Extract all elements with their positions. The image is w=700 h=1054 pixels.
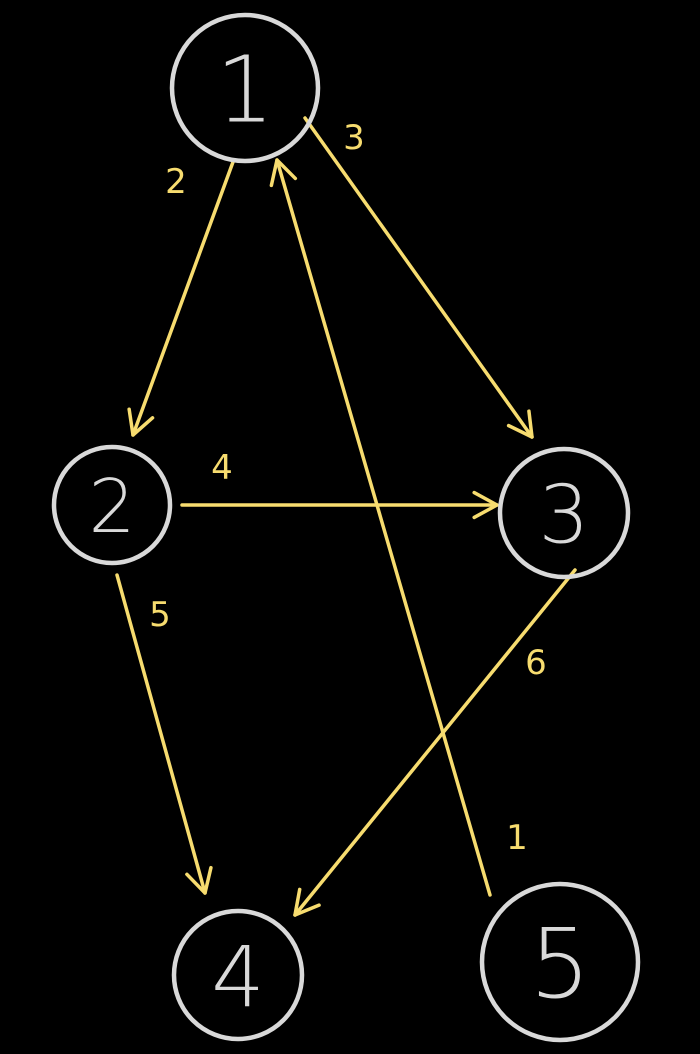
edges-layer [115, 116, 577, 917]
node-5: 5 [479, 881, 641, 1043]
node-label: 3 [539, 469, 590, 562]
node-1: 1 [169, 12, 321, 164]
edge-1-2 [127, 160, 235, 437]
node-circle [171, 908, 305, 1042]
edge-weight-1-2: 2 [165, 162, 187, 202]
arrowhead-icon [506, 409, 534, 439]
node-circle [51, 444, 173, 566]
node-2: 2 [51, 444, 173, 566]
node-3: 3 [497, 446, 631, 580]
arrowhead-icon [269, 158, 298, 188]
node-circle [479, 881, 641, 1043]
weights-layer: 2 3 4 5 6 1 [149, 118, 547, 858]
edge-weight-2-3: 4 [211, 448, 233, 488]
arrowhead-icon [293, 887, 321, 917]
edge-line-3-4 [293, 568, 577, 917]
node-circle [497, 446, 631, 580]
edge-line-1-2 [131, 160, 235, 437]
node-label: 2 [88, 464, 135, 550]
edge-5-1 [269, 158, 492, 897]
edge-3-4 [293, 568, 577, 917]
arrowhead-icon [472, 490, 499, 520]
node-label: 1 [216, 37, 275, 144]
edge-weight-3-4: 6 [525, 643, 547, 683]
edge-weight-5-1: 1 [506, 818, 528, 858]
edge-2-4 [115, 573, 213, 895]
edge-weight-2-4: 5 [149, 595, 171, 635]
edge-line-1-3 [303, 116, 534, 439]
arrowhead-icon [127, 407, 155, 437]
arrowhead-icon [185, 865, 213, 895]
node-4: 4 [171, 908, 305, 1042]
node-label: 4 [211, 928, 264, 1026]
edge-2-3 [180, 490, 499, 520]
edge-weight-1-3: 3 [343, 118, 365, 158]
edge-line-2-4 [115, 573, 207, 895]
node-label: 5 [529, 908, 590, 1020]
edge-line-5-1 [275, 158, 492, 897]
node-circle [169, 12, 321, 164]
edge-1-3 [303, 116, 534, 439]
